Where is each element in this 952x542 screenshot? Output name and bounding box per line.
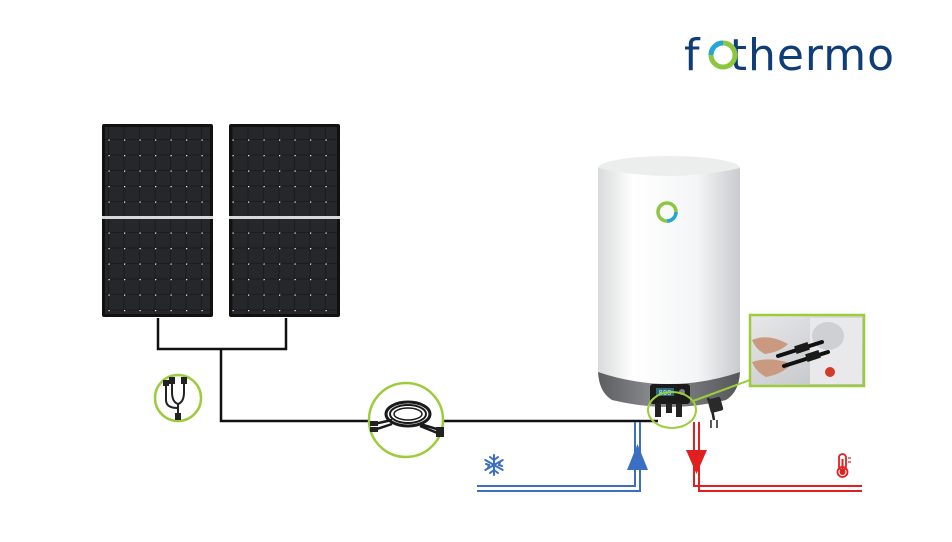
cable-coil-icon (367, 381, 445, 459)
logo-text-suffix: thermo (730, 30, 895, 81)
water-heater-icon: 888 (598, 156, 740, 428)
hot-water-pipe (686, 422, 862, 492)
logo-ring-icon (708, 40, 738, 70)
thermometer-icon (836, 453, 851, 478)
cold-water-pipe (477, 422, 648, 492)
logo-text-prefix: f (684, 30, 701, 81)
snowflake-icon (484, 454, 504, 476)
solar-panel-icon (229, 124, 340, 317)
connector-closeup-icon (748, 313, 866, 388)
connection-highlight (647, 379, 751, 429)
y-branch-connector-icon (153, 373, 203, 423)
heater-logo-icon (656, 201, 678, 223)
dc-wiring (156, 318, 658, 423)
solar-panel-icon (102, 124, 213, 317)
